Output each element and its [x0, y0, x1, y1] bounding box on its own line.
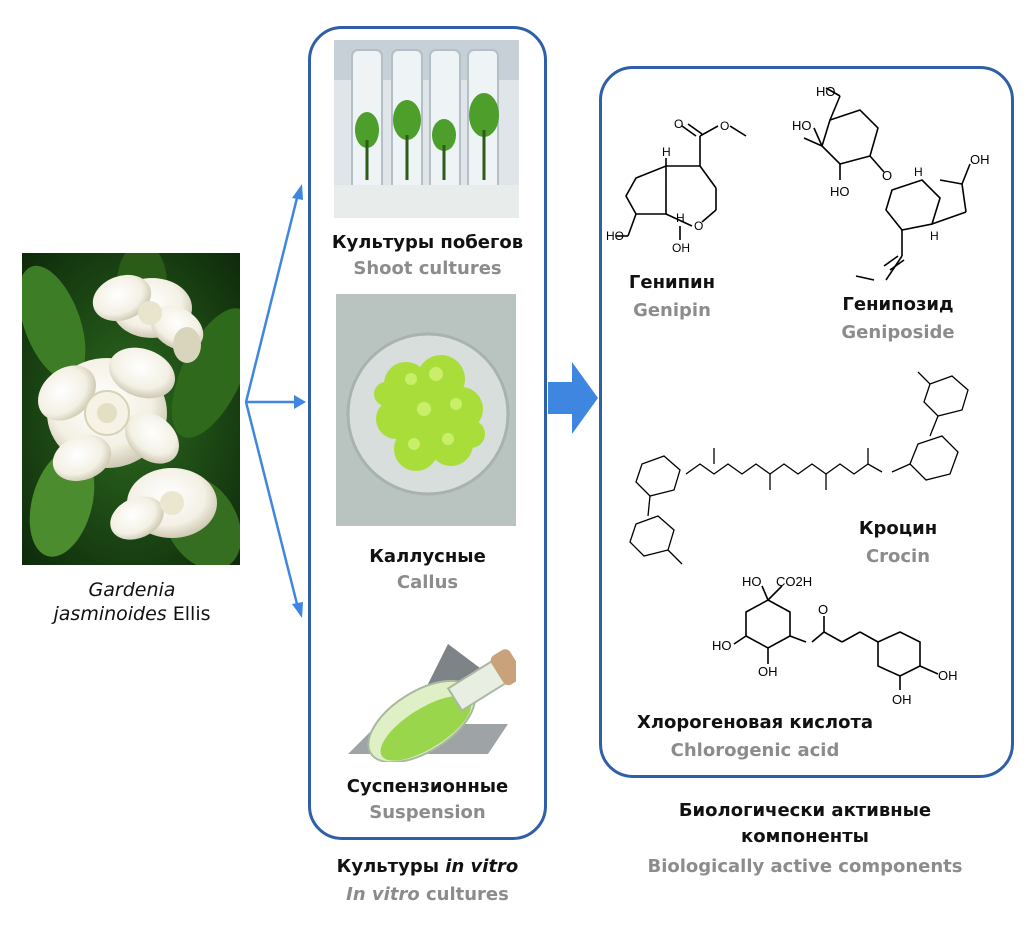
geniposide-ho-bottom: HO: [830, 184, 850, 199]
branch-arrows: [244, 184, 306, 618]
arrow-mid-head: [294, 395, 306, 409]
geniposide-ru: Генипозид: [842, 294, 954, 315]
plant-caption: Gardenia jasminoides Ellis: [20, 578, 244, 626]
chlorogenic-oh-ring2: OH: [892, 692, 912, 707]
chlorogenic-co2h: CO2H: [776, 574, 812, 589]
callus-en: Callus: [396, 572, 459, 593]
chlorogenic-o: O: [818, 602, 828, 617]
genipin-o-carbonyl: O: [674, 118, 683, 131]
geniposide-o: O: [882, 168, 892, 183]
suspension-photo: [338, 604, 516, 762]
genipin-oh: OH: [672, 241, 690, 255]
genipin-h-bottom: H: [676, 211, 685, 225]
arrow-down-head: [292, 602, 303, 618]
chlorogenic-oh-bottom: OH: [758, 664, 778, 679]
chlorogenic-ru: Хлорогеновая кислота: [636, 712, 874, 733]
genipin-ho: HO: [606, 229, 624, 243]
crocin-en: Crocin: [865, 546, 931, 567]
geniposide-h1: H: [914, 165, 923, 179]
chlorogenic-en: Chlorogenic acid: [670, 740, 840, 761]
compounds-footer-ru-1: Биологически активные: [678, 800, 932, 821]
compounds-footer-en: Biologically active components: [647, 856, 963, 877]
genipin-en: Genipin: [633, 300, 711, 321]
plant-species: jasminoides: [53, 603, 167, 625]
chlorogenic-ho-left: HO: [712, 638, 732, 653]
plant-species-line: jasminoides Ellis: [20, 602, 244, 626]
compounds-footer-ru-2: компоненты: [741, 826, 869, 847]
geniposide-oh: OH: [970, 152, 990, 167]
callus-ru: Каллусные: [369, 546, 486, 567]
genipin-structure: H H O O O HO OH: [606, 118, 747, 255]
genipin-o-ring: O: [694, 219, 703, 233]
suspension-en: Suspension: [369, 802, 486, 823]
big-arrow: [548, 362, 598, 434]
shoot-cultures-en: Shoot cultures: [353, 258, 502, 279]
geniposide-h2: H: [930, 229, 939, 243]
crocin-structure: [629, 371, 969, 565]
suspension-ru: Суспензионные: [346, 776, 509, 797]
arrow-up-head: [292, 184, 303, 200]
geniposide-en: Geniposide: [841, 322, 955, 343]
shoot-cultures-ru: Культуры побегов: [331, 232, 524, 253]
genipin-ru: Генипин: [628, 272, 716, 293]
cultures-footer-en-italic: In vitro: [346, 884, 420, 905]
compounds-panel: [599, 66, 1014, 778]
gardenia-photo: [22, 253, 240, 565]
chlorogenic-oh-ring1: OH: [938, 668, 958, 683]
cultures-footer-ru-italic: in vitro: [445, 856, 519, 877]
cultures-footer-en: In vitro cultures: [300, 884, 555, 905]
cultures-footer-ru-plain: Культуры: [336, 856, 440, 877]
cultures-footer-en-plain: cultures: [425, 884, 509, 905]
genipin-o-ester: O: [720, 119, 729, 133]
cultures-panel: [308, 26, 547, 840]
genipin-h-top: H: [662, 145, 671, 159]
geniposide-ho-left: HO: [792, 118, 812, 133]
plant-genus: Gardenia: [88, 579, 176, 601]
plant-authority: Ellis: [172, 603, 211, 625]
shoot-culture-photo: [334, 40, 519, 218]
geniposide-ho-top: HO: [816, 84, 836, 99]
chlorogenic-structure: HO CO2H HO OH O OH OH: [712, 574, 958, 707]
cultures-footer-ru: Культуры in vitro: [300, 856, 555, 877]
crocin-ru: Кроцин: [858, 518, 938, 539]
callus-photo: [336, 294, 516, 526]
chlorogenic-ho: HO: [742, 574, 762, 589]
geniposide-structure: HO HO HO OH O H H: [792, 84, 990, 281]
